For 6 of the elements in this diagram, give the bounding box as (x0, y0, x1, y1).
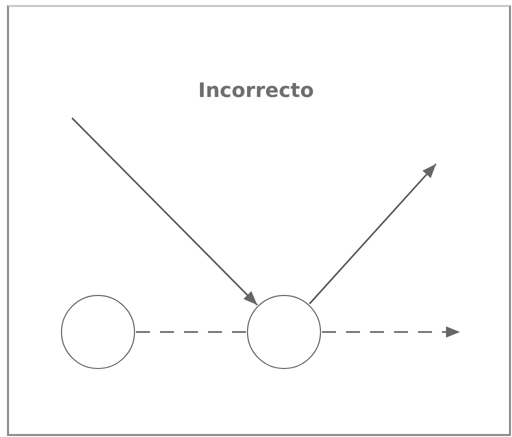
title: Incorrecto (197, 78, 315, 102)
arrow (308, 163, 437, 304)
circle (61, 295, 135, 369)
arrow (322, 326, 460, 338)
arrow (71, 117, 258, 306)
circle (247, 295, 321, 369)
